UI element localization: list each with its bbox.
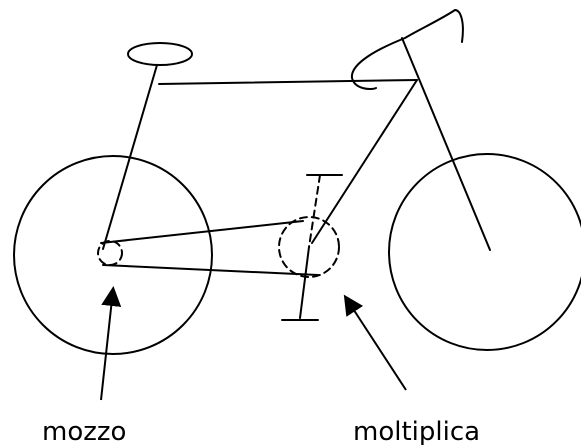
rear-wheel bbox=[13, 155, 213, 355]
chainring-arrow bbox=[343, 294, 407, 391]
saddle bbox=[127, 42, 193, 66]
handlebar bbox=[350, 9, 464, 90]
down-tube bbox=[311, 79, 418, 244]
crank-arm-lower bbox=[299, 246, 310, 319]
hub-label: mozzo bbox=[42, 417, 126, 445]
chainring bbox=[278, 216, 340, 278]
chain-stay-upper bbox=[100, 220, 304, 244]
rear-hub bbox=[97, 240, 123, 266]
front-fork bbox=[401, 37, 491, 251]
hub-arrow bbox=[100, 286, 122, 401]
top-tube bbox=[158, 79, 418, 85]
crank-arm-upper bbox=[308, 174, 321, 248]
seat-tube bbox=[102, 64, 158, 250]
chain-stay-lower bbox=[102, 264, 319, 276]
chainring-label: moltiplica bbox=[353, 417, 480, 445]
front-wheel bbox=[388, 153, 581, 351]
